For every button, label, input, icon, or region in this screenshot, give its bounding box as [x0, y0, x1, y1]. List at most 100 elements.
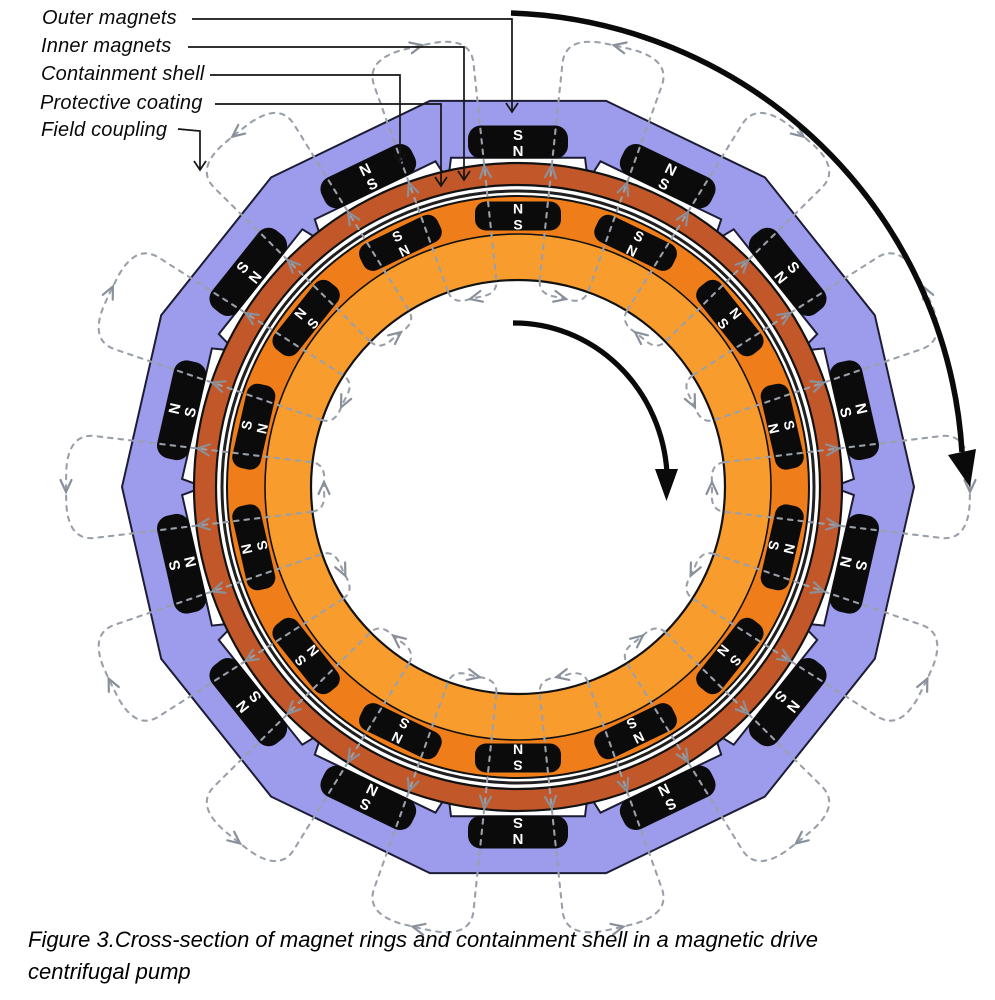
- field-direction-arrow: [628, 633, 645, 649]
- inner-magnet-pole-inner: N: [765, 422, 783, 435]
- outer-magnet: NS: [829, 360, 879, 461]
- inner-magnet-body: [272, 279, 340, 357]
- outer-magnet-body: [748, 657, 827, 747]
- leader-outer-magnets: [192, 18, 513, 112]
- field-direction-arrow: [776, 648, 793, 663]
- outer-magnet-pole-inner: S: [836, 406, 855, 420]
- field-direction-arrow: [194, 517, 212, 531]
- inner-magnet: SN: [359, 214, 442, 271]
- field-direction-arrow: [478, 163, 493, 180]
- protective-coating-line: [220, 189, 816, 785]
- outer-magnet-body: [320, 143, 417, 209]
- outer-rotation-arrowhead: [948, 449, 976, 487]
- leader-inner-magnets: [188, 46, 465, 180]
- inner-magnet-body: [475, 743, 561, 773]
- inner-magnet-body: [232, 383, 276, 470]
- inner-magnet-body: [594, 703, 677, 760]
- label-leader-lines: [177, 18, 519, 188]
- inner-magnet-body: [760, 504, 804, 591]
- inner-magnet-body: [359, 214, 442, 271]
- outer-magnet: NS: [468, 814, 568, 849]
- inner-rotation-arrowhead: [655, 469, 678, 501]
- field-direction-arrow: [824, 517, 842, 531]
- field-direction-arrow: [286, 258, 302, 274]
- outer-magnet: NS: [320, 143, 417, 209]
- leader-outer-magnets-arrowhead: [505, 102, 519, 114]
- field-coupling-loop: [538, 672, 665, 934]
- label-inner-magnets: Inner magnets: [41, 35, 172, 57]
- field-direction-arrow: [616, 776, 630, 794]
- field-direction-arrow: [552, 289, 569, 303]
- outer-magnet-pole-outer: S: [851, 558, 870, 572]
- leader-field-coupling-arrowhead: [193, 160, 207, 172]
- inner-magnet-body: [272, 617, 340, 695]
- field-coupling-loop: [685, 552, 939, 722]
- inner-magnet: NS: [475, 201, 561, 233]
- inner-magnet-body: [475, 201, 561, 231]
- leader-inner-magnets-arrowhead: [457, 170, 471, 182]
- inner-magnet-body: [696, 279, 764, 357]
- figure-caption: Figure 3.Cross-section of magnet rings a…: [28, 924, 958, 988]
- field-direction-arrow: [478, 794, 493, 811]
- outer-magnet-pole-outer: S: [513, 127, 523, 144]
- inner-rotation-arrow: [512, 320, 670, 474]
- outer-magnet: SN: [157, 513, 207, 614]
- field-direction-arrow: [809, 581, 827, 594]
- label-protective-coating: Protective coating: [40, 92, 203, 114]
- field-direction-arrow: [406, 180, 420, 198]
- field-direction-arrow: [553, 668, 571, 681]
- outer-magnet-pole-inner: N: [836, 555, 855, 569]
- field-direction-arrow: [793, 830, 810, 846]
- inner-magnet-pole-inner: S: [513, 217, 522, 233]
- figure-caption-line-2: centrifugal pump: [28, 959, 191, 984]
- field-direction-arrow: [194, 443, 212, 457]
- outer-magnet-body: [829, 513, 879, 614]
- field-coupling-loop: [64, 434, 326, 540]
- field-direction-arrow: [705, 479, 719, 496]
- outer-magnet-body: [209, 657, 288, 747]
- field-direction-arrow: [391, 633, 408, 649]
- inner-magnet-body: [594, 214, 677, 271]
- containment-shell-ring: [192, 161, 844, 813]
- outer-magnet-body: [829, 360, 879, 461]
- outer-magnet-pole-outer: N: [851, 402, 870, 416]
- outer-magnet-pole-inner: N: [513, 143, 524, 160]
- containment-shell-inner-edge: [214, 183, 822, 791]
- inner-magnet: NS: [359, 703, 442, 760]
- field-direction-arrow: [107, 676, 120, 693]
- outer-magnet-body: [619, 765, 716, 831]
- field-direction-arrow: [346, 747, 361, 765]
- field-direction-arrow: [824, 443, 842, 457]
- carrier-bore: [309, 278, 727, 696]
- field-direction-arrow: [409, 922, 427, 936]
- field-direction-arrow: [386, 330, 403, 346]
- outer-magnet: SN: [320, 765, 417, 831]
- inner-magnet-pole-inner: S: [253, 539, 271, 552]
- field-direction-arrow: [243, 311, 260, 326]
- field-direction-arrow: [809, 380, 827, 393]
- inner-magnet: NS: [272, 279, 340, 357]
- field-direction-arrow: [675, 747, 690, 765]
- field-direction-arrow: [334, 561, 347, 579]
- field-direction-arrow: [616, 180, 630, 198]
- field-direction-arrow: [963, 478, 977, 495]
- field-direction-arrow: [408, 41, 425, 55]
- outer-magnet-body: [748, 227, 827, 317]
- inner-magnet-pole-inner: S: [765, 539, 783, 552]
- field-direction-arrow: [230, 123, 247, 139]
- inner-magnet: NS: [232, 504, 276, 591]
- field-direction-arrow: [317, 479, 331, 496]
- inner-magnet: SN: [475, 741, 561, 773]
- field-coupling-loop: [685, 252, 939, 422]
- outer-magnet-pole-outer: N: [166, 402, 185, 416]
- label-outer-magnets: Outer magnets: [42, 7, 177, 29]
- field-coupling-loop: [205, 627, 413, 863]
- inner-magnet: SN: [272, 617, 340, 695]
- leader-containment-shell: [210, 74, 401, 163]
- outer-magnet: NS: [157, 360, 207, 461]
- inner-magnet-body: [760, 383, 804, 470]
